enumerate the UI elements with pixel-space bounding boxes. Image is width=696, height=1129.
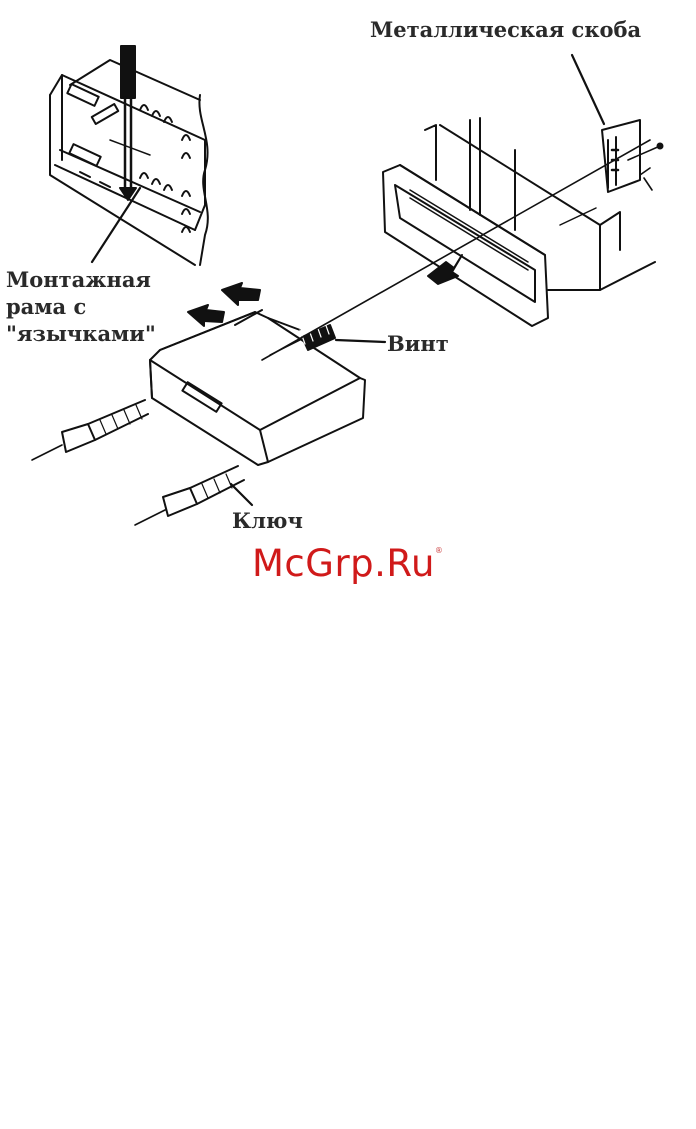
mounting-frame-label-line2: рама с	[6, 293, 156, 320]
screwdriver-icon	[110, 46, 150, 200]
watermark: McGrp.Ru®	[252, 542, 443, 585]
alignment-line	[262, 140, 650, 360]
watermark-text: McGrp.Ru	[252, 542, 435, 585]
metal-bracket-drawing	[602, 120, 663, 192]
alignment-arrow	[428, 255, 462, 284]
bracket-leader-line	[572, 55, 604, 124]
mounting-frame-label-line1: Монтажная	[6, 266, 156, 293]
insert-arrows	[188, 283, 260, 326]
key-leader-line	[231, 484, 252, 505]
screw-leader-line	[336, 340, 385, 342]
removal-key-left	[32, 400, 148, 460]
registered-mark: ®	[435, 546, 444, 555]
frame-leader-line	[92, 188, 140, 262]
bracket-label: Металлическая скоба	[370, 16, 641, 43]
removal-key-right	[135, 466, 244, 525]
mounting-frame-label: Монтажная рама с "язычками"	[6, 266, 156, 347]
mounting-frame-label-line3: "язычками"	[6, 320, 156, 347]
key-label: Ключ	[232, 507, 303, 534]
screw-label: Винт	[387, 330, 449, 357]
